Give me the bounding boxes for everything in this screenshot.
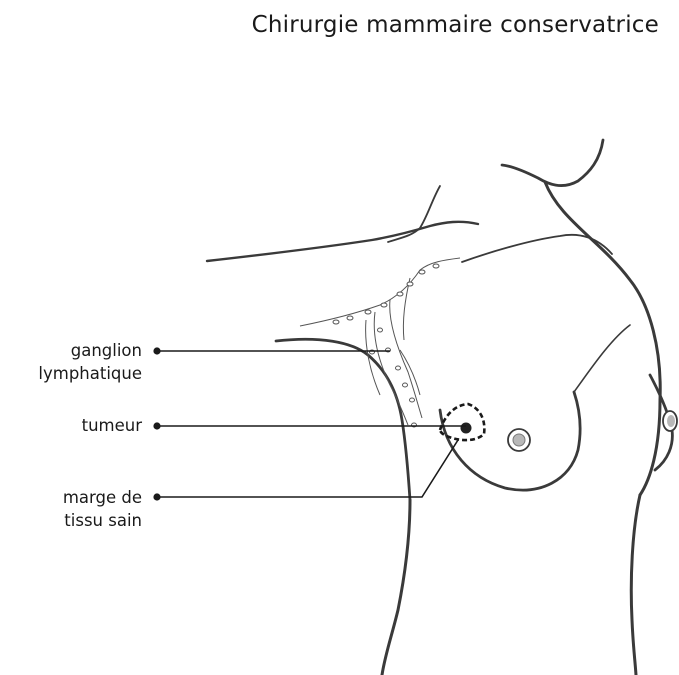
arm-underside-outline: [276, 339, 410, 500]
leader-lines: [158, 351, 466, 497]
far-nipple: [663, 411, 677, 431]
leader-margin: [158, 440, 458, 497]
near-nipple: [508, 429, 530, 451]
back-shoulder-outline: [545, 182, 660, 495]
lateral-body-outline: [382, 500, 410, 675]
tumor-mass: [461, 423, 472, 434]
leader-dots: [153, 347, 160, 500]
clavicle-outline: [388, 186, 440, 242]
neck-outline: [502, 140, 603, 186]
healthy-tissue-margin: [440, 404, 484, 440]
chest-side-outline: [574, 325, 630, 392]
torso-right-outline: [631, 495, 640, 675]
arm-top-outline: [207, 222, 478, 261]
